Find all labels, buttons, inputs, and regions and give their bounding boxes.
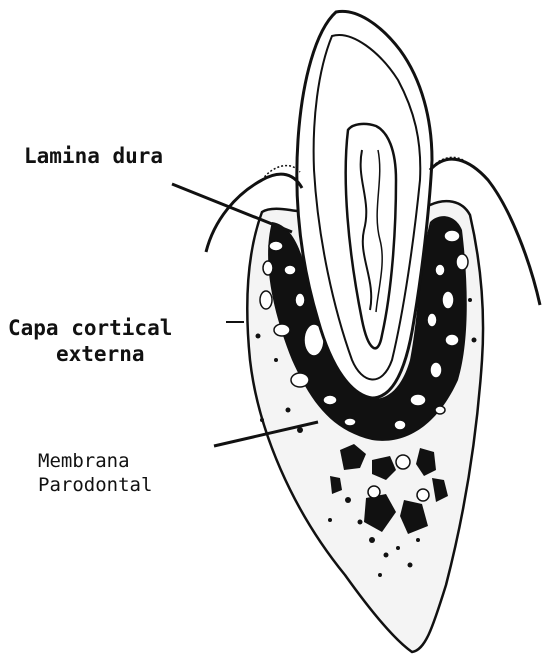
label-membrana-line1: Membrana <box>38 450 152 474</box>
label-membrana-line2: Parodontal <box>38 474 152 498</box>
label-lamina-dura-text: Lamina dura <box>24 143 163 169</box>
label-capa-cortical-externa: Capa cortical externa <box>8 315 172 368</box>
label-capa-cortical-line2: externa <box>8 341 172 367</box>
label-membrana-parodontal: Membrana Parodontal <box>38 450 152 498</box>
label-lamina-dura: Lamina dura <box>24 143 163 169</box>
label-capa-cortical-line1: Capa cortical <box>8 315 172 341</box>
